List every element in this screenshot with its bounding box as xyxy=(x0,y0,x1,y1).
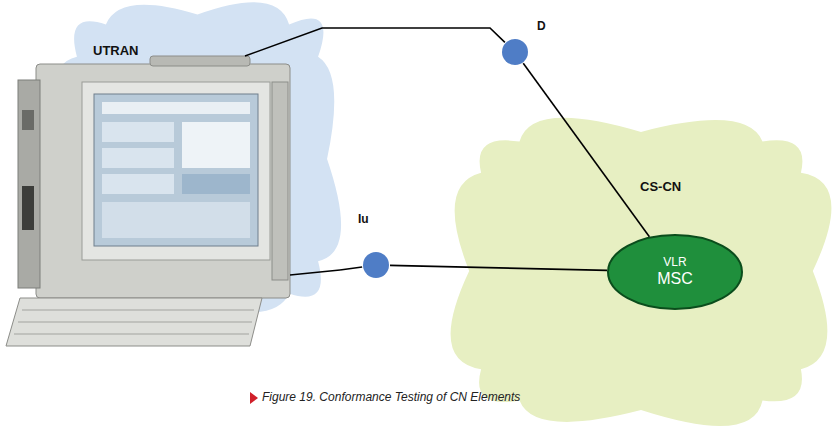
screen-window xyxy=(102,174,174,194)
interface-dot xyxy=(502,39,528,65)
link-line xyxy=(390,265,607,270)
element-label: VLR xyxy=(663,256,686,270)
element-label: MSC xyxy=(657,270,693,288)
connector-port xyxy=(22,186,34,230)
cable-line xyxy=(290,270,340,275)
caption-bullet xyxy=(250,392,258,404)
screen xyxy=(94,94,258,246)
region-label: UTRAN xyxy=(93,44,139,59)
side-panel xyxy=(272,82,288,280)
link-line xyxy=(340,267,362,270)
keyboard-keys xyxy=(14,310,254,334)
instrument-handle xyxy=(150,56,250,66)
link-line xyxy=(523,63,649,236)
cable-line xyxy=(245,28,340,56)
screen-window xyxy=(102,102,250,114)
link-line xyxy=(340,28,505,42)
core-network-cloud: CS-CN VLRMSC xyxy=(452,118,830,424)
network-element-ellipse: VLRMSC xyxy=(607,234,743,310)
cloud-shape xyxy=(451,118,832,426)
screen-window xyxy=(102,122,174,142)
screen-window xyxy=(102,202,250,238)
side-panel xyxy=(18,80,40,288)
screen-window xyxy=(102,148,174,168)
screen-bezel xyxy=(82,82,270,260)
interface-point-outline xyxy=(501,38,529,66)
interface-point: D xyxy=(501,38,529,66)
instrument-body xyxy=(36,64,290,298)
interface-point: Iu xyxy=(362,251,390,279)
interface-dot xyxy=(363,252,389,278)
interface-label: Iu xyxy=(358,213,369,227)
screen-window xyxy=(182,122,250,168)
element-ellipse xyxy=(608,235,742,309)
connector-port xyxy=(22,110,34,130)
screen-window xyxy=(182,174,250,194)
interface-point-outline xyxy=(362,251,390,279)
region-label: CS-CN xyxy=(640,180,681,195)
figure-caption: Figure 19. Conformance Testing of CN Ele… xyxy=(262,390,520,404)
keyboard xyxy=(6,298,262,346)
interface-label: D xyxy=(537,20,546,34)
